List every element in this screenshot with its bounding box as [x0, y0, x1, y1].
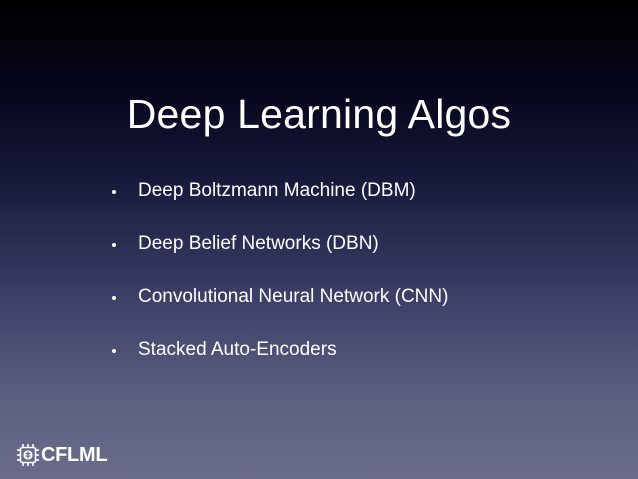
slide-title: Deep Learning Algos [126, 91, 512, 137]
bullet-dot-icon [112, 243, 116, 247]
chip-icon [17, 444, 39, 466]
bullet-dot-icon [112, 296, 116, 300]
bullet-dot-icon [112, 190, 116, 194]
bullet-text: Convolutional Neural Network (CNN) [138, 286, 449, 307]
cflml-logo: CFLML [16, 441, 108, 469]
logo-text: CFLML [41, 444, 108, 466]
bullet-text: Deep Belief Networks (DBN) [138, 233, 379, 254]
bullet-dot-icon [112, 349, 116, 353]
bullet-text: Deep Boltzmann Machine (DBM) [138, 180, 416, 201]
bullet-text: Stacked Auto-Encoders [138, 339, 337, 360]
